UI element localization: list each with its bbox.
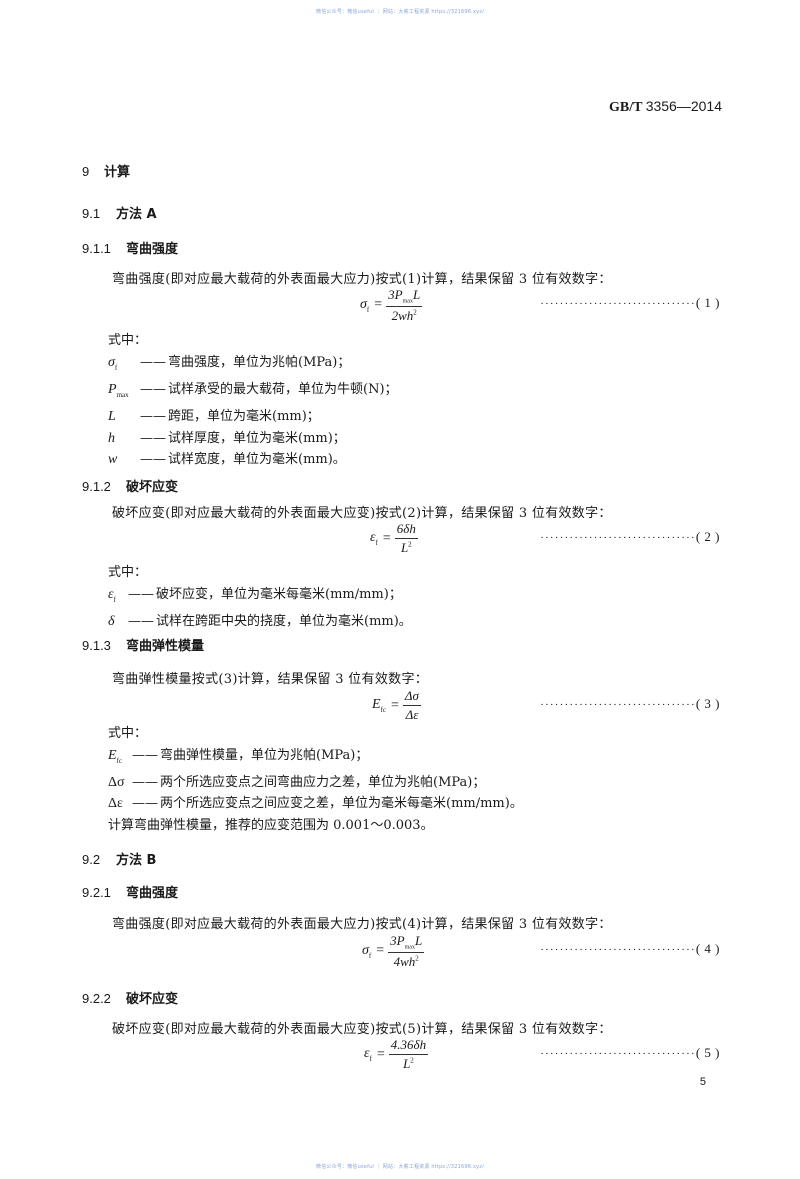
where-label: 式中： [108,333,148,348]
heading-title: 弯曲强度 [126,242,179,257]
definition-row: δ——试样在跨距中央的挠度，单位为毫米(mm)。 [108,613,412,629]
paragraph-9-1-3: 弯曲弹性模量按式(3)计算，结果保留 3 位有效数字： [112,672,429,687]
where-label: 式中： [108,565,148,580]
heading-number: 9.1.3 [82,638,111,653]
equation-number-1: ································( 1 ) [540,295,720,310]
heading-number: 9.1.1 [82,241,111,256]
paragraph-9-2-2: 破坏应变(即对应最大载荷的外表面最大应变)按式(5)计算，结果保留 3 位有效数… [112,1022,612,1037]
paragraph-9-1-1: 弯曲强度(即对应最大载荷的外表面最大应力)按式(1)计算，结果保留 3 位有效数… [112,272,612,287]
heading-9-2-2: 9.2.2 破坏应变 [82,988,178,1007]
heading-number: 9.1 [82,206,101,221]
watermark-top: 微信公众号：微信useful ｜ 网站：大薪工程资源 https://32169… [316,9,484,15]
definition-row: εf——破坏应变，单位为毫米每毫米(mm/mm)； [108,586,402,604]
heading-number: 9.2.1 [82,885,111,900]
formula-3: Efc = Δσ Δε [372,688,421,722]
definitions-9-1-3: 式中： Efc——弯曲弹性模量，单位为兆帕(MPa)； Δσ——两个所选应变点之… [108,723,523,836]
paragraph-9-2-1: 弯曲强度(即对应最大载荷的外表面最大应力)按式(4)计算，结果保留 3 位有效数… [112,917,612,932]
equation-number-3: ································( 3 ) [540,696,720,711]
fraction: Δσ Δε [402,688,421,722]
heading-9-1-1: 9.1.1 弯曲强度 [82,238,178,257]
page-number: 5 [699,1076,706,1088]
heading-9-1-2: 9.1.2 破坏应变 [82,476,178,495]
definitions-9-1-1: 式中： σf——弯曲强度，单位为兆帕(MPa)； Pmax——试样承受的最大载荷… [108,330,398,471]
definition-row: Efc——弯曲弹性模量，单位为兆帕(MPa)； [108,747,369,765]
heading-title: 方法 A [116,207,157,222]
definition-row: Pmax——试样承受的最大载荷，单位为牛顿(N)； [108,381,398,399]
definition-row: Δσ——两个所选应变点之间弯曲应力之差，单位为兆帕(MPa)； [108,774,486,790]
standard-code: 3356—2014 [645,98,722,114]
where-label: 式中： [108,726,148,741]
equation-number-4: ································( 4 ) [540,941,720,956]
equation-number-2: ································( 2 ) [540,529,720,544]
definition-row: h——试样厚度，单位为毫米(mm)； [108,430,346,446]
fraction: 6δh L2 [394,521,418,555]
formula-4: σf = 3PmaxL 4wh2 [362,933,425,969]
heading-title: 方法 B [116,853,157,868]
definition-row: L——跨距，单位为毫米(mm)； [108,409,320,425]
heading-title: 计算 [104,165,131,180]
heading-title: 破坏应变 [126,992,179,1007]
watermark-bottom: 微信公众号：微信useful ｜ 网站：大薪工程资源 https://32169… [316,1164,484,1170]
fraction: 3PmaxL 4wh2 [388,933,425,969]
equation-number-5: ································( 5 ) [540,1045,720,1060]
definition-row: Δε——两个所选应变点之间应变之差，单位为毫米每毫米(mm/mm)。 [108,796,523,812]
formula-5: εf = 4.36δh L2 [364,1037,429,1071]
heading-number: 9 [82,164,90,179]
fraction: 4.36δh L2 [388,1037,429,1071]
standard-number: GB/T 3356—2014 [609,98,722,116]
heading-9-2-1: 9.2.1 弯曲强度 [82,882,178,901]
formula-2: εf = 6δh L2 [370,521,418,555]
heading-9-1-3: 9.1.3 弯曲弹性模量 [82,635,204,654]
heading-title: 弯曲弹性模量 [126,639,205,654]
formula-lhs: σf [360,296,370,314]
heading-9-1: 9.1 方法 A [82,203,157,222]
fraction: 3PmaxL 2wh2 [386,287,423,323]
heading-number: 9.1.2 [82,479,111,494]
definition-row: σf——弯曲强度，单位为兆帕(MPa)； [108,354,351,372]
heading-9: 9 计算 [82,161,130,180]
standard-prefix: GB/T [609,100,643,115]
note: 计算弯曲弹性模量，推荐的应变范围为 0.001～0.003。 [108,817,434,833]
heading-9-2: 9.2 方法 B [82,849,156,868]
formula-1: σf = 3PmaxL 2wh2 [360,287,423,323]
heading-number: 9.2.2 [82,991,111,1006]
definition-row: w——试样宽度，单位为毫米(mm)。 [108,452,346,468]
heading-title: 破坏应变 [126,480,179,495]
paragraph-9-1-2: 破坏应变(即对应最大载荷的外表面最大应变)按式(2)计算，结果保留 3 位有效数… [112,506,612,521]
heading-title: 弯曲强度 [126,886,179,901]
heading-number: 9.2 [82,852,101,867]
definitions-9-1-2: 式中： εf——破坏应变，单位为毫米每毫米(mm/mm)； δ——试样在跨距中央… [108,562,412,632]
